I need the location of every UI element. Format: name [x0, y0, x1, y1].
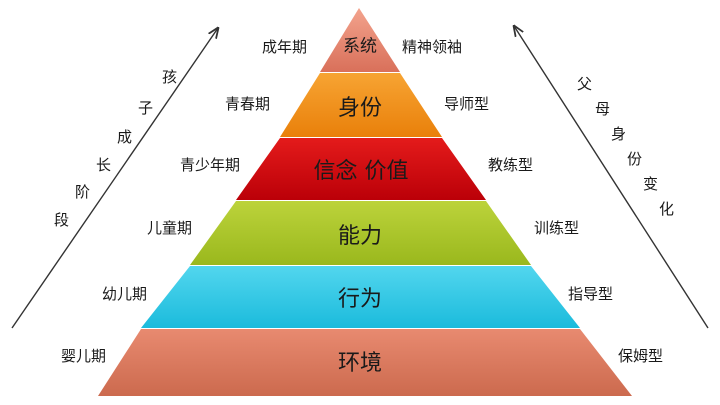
- pyramid-level-3: [190, 201, 531, 265]
- left-axis-char-4: 阶: [75, 183, 91, 201]
- left-axis-char-0: 孩: [162, 68, 178, 86]
- right-axis-char-0: 父: [577, 75, 593, 93]
- stage-label-4: 幼儿期: [101, 285, 147, 303]
- left-axis-char-1: 子: [138, 99, 154, 117]
- level-label-5: 环境: [337, 351, 383, 376]
- level-label-2: 信念 价值: [313, 159, 409, 184]
- left-axis-char-5: 段: [54, 211, 70, 229]
- level-label-1: 身份: [337, 96, 383, 121]
- pyramid-level-2: [236, 138, 486, 200]
- role-label-1: 导师型: [444, 95, 490, 113]
- level-label-0: 系统: [343, 36, 377, 57]
- stage-label-5: 婴儿期: [60, 347, 106, 365]
- left-axis-char-2: 成: [117, 128, 133, 146]
- right-axis-char-5: 化: [659, 200, 675, 218]
- right-arrow: [514, 26, 709, 329]
- level-label-4: 行为: [337, 287, 383, 312]
- pyramid-level-0: [320, 8, 400, 72]
- role-label-4: 指导型: [568, 285, 614, 303]
- right-axis-char-4: 变: [643, 175, 659, 193]
- stage-label-0: 成年期: [261, 38, 307, 56]
- left-axis-char-3: 长: [96, 156, 112, 174]
- role-label-3: 训练型: [534, 219, 580, 237]
- right-axis-char-1: 母: [595, 100, 611, 118]
- stage-label-2: 青少年期: [179, 156, 240, 174]
- role-label-0: 精神领袖: [402, 38, 463, 56]
- role-label-5: 保姆型: [618, 347, 664, 365]
- pyramid-level-4: [141, 266, 580, 328]
- right-axis-char-3: 份: [627, 150, 643, 168]
- pyramid-level-1: [280, 73, 442, 137]
- level-label-3: 能力: [337, 224, 383, 249]
- role-label-2: 教练型: [488, 156, 534, 174]
- stage-label-3: 儿童期: [146, 219, 192, 237]
- stage-label-1: 青春期: [224, 95, 270, 113]
- pyramid-level-5: [98, 329, 632, 396]
- left-arrow: [11, 28, 218, 329]
- right-axis-char-2: 身: [611, 125, 627, 143]
